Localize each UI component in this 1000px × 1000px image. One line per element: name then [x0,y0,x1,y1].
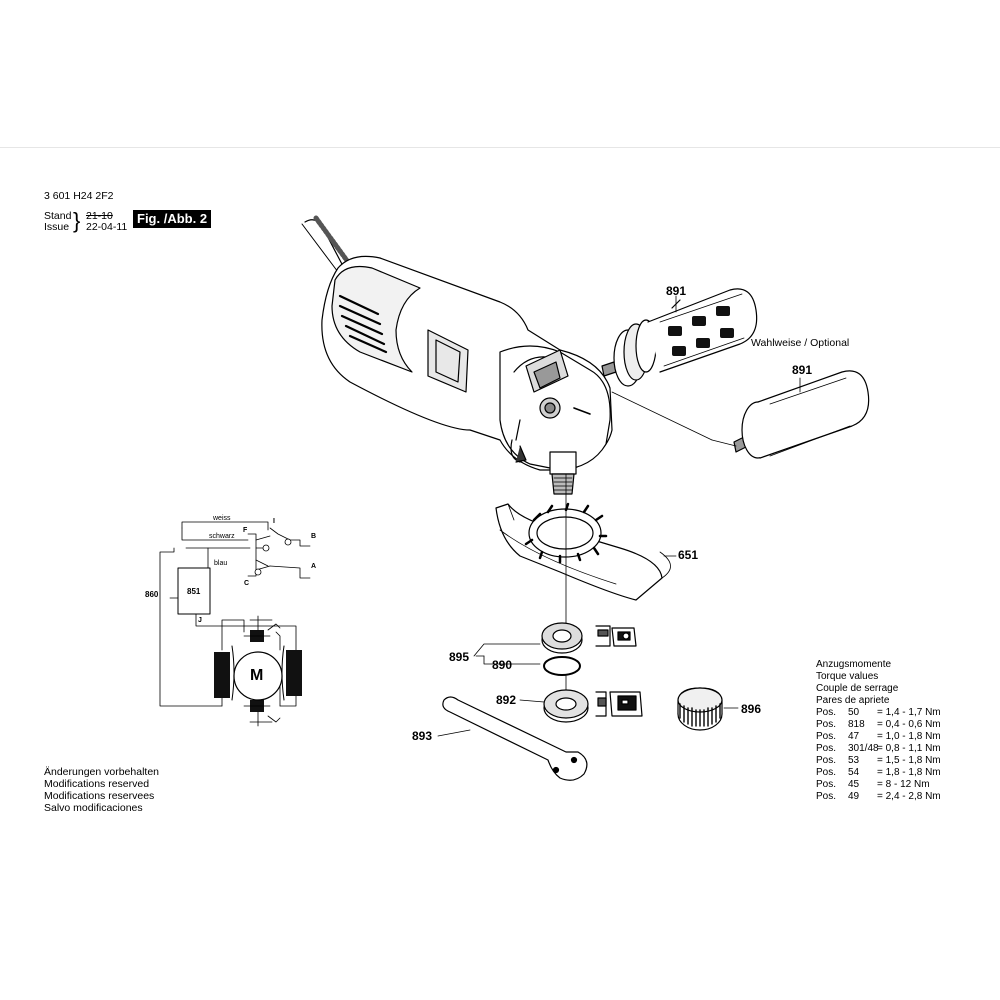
wire-label-schwarz: schwarz [209,533,235,540]
callout-891-bottom: 891 [792,363,813,377]
brace-icon: } [73,208,81,233]
component-label-851: 851 [187,587,201,596]
torque-row: Pos.49= 2,4 - 2,8 Nm [816,791,941,802]
callout-895: 895 [449,650,470,664]
callout-896: 896 [741,702,762,716]
wire-label-weiss: weiss [213,515,231,522]
torque-row: Pos.301/48= 0,8 - 1,1 Nm [816,743,941,754]
terminal-label-a: A [311,563,317,570]
callout-890: 890 [492,658,513,672]
terminal-label-i: I [273,518,275,525]
clamp-nut-detail [595,691,643,717]
modifications-es: Salvo modificaciones [44,802,143,814]
torque-title-es: Pares de apriete [816,695,890,706]
mounting-flange [541,622,583,676]
torque-row: Pos.50= 1,4 - 1,7 Nm [816,707,941,718]
flange-detail [595,625,637,647]
auxiliary-handle-top [601,288,758,387]
callout-651: 651 [678,548,699,562]
callout-892: 892 [496,693,517,707]
torque-table: Anzugsmomente Torque values Couple de se… [816,659,957,803]
torque-row: Pos.53= 1,5 - 1,8 Nm [816,755,941,766]
figure-label: Fig. /Abb. 2 [133,210,212,228]
power-cord [301,215,351,273]
wheel-guard [495,502,671,601]
callout-891-top: 891 [666,284,687,298]
torque-title-fr: Couple de serrage [816,683,899,694]
clamp-nut [543,689,589,723]
issue-label: Issue [44,221,70,233]
modifications-fr: Modifications reservees [44,790,155,802]
top-divider [0,147,1000,148]
stand-value: 21-10 [86,210,113,222]
torque-row: Pos.54= 1,8 - 1,8 Nm [816,767,941,778]
terminal-label-c: C [244,580,250,587]
motor-circle [233,651,283,701]
modifications-en: Modifications reserved [44,778,150,790]
grinder-body [321,255,613,495]
optional-note: Wahlweise / Optional [751,337,850,349]
modifications-de: Änderungen vorbehalten [44,766,160,778]
torque-title-de: Anzugsmomente [816,659,892,670]
quick-clamping-nut [677,687,723,731]
motor-label: M [250,667,264,684]
stand-label: Stand [44,210,72,222]
torque-title-en: Torque values [816,671,879,682]
part-number: 3 601 H24 2F2 [44,190,114,202]
terminal-label-b: B [311,533,317,540]
callout-893: 893 [412,729,433,743]
wire-label-blau: blau [214,560,228,567]
torque-row: Pos.45= 8 - 12 Nm [816,779,930,790]
terminal-label-j: J [198,617,202,624]
component-label-860: 860 [145,590,159,599]
terminal-label-f: F [243,527,248,534]
wiring-diagram [159,521,311,727]
issue-value: 22-04-11 [86,221,128,233]
auxiliary-handle-bottom [733,370,870,459]
spanner-wrench [442,696,588,781]
modifications-note: Änderungen vorbehalten Modifications res… [44,766,159,814]
torque-row: Pos.818= 0,4 - 0,6 Nm [816,719,941,730]
torque-row: Pos.47= 1,0 - 1,8 Nm [816,731,941,742]
